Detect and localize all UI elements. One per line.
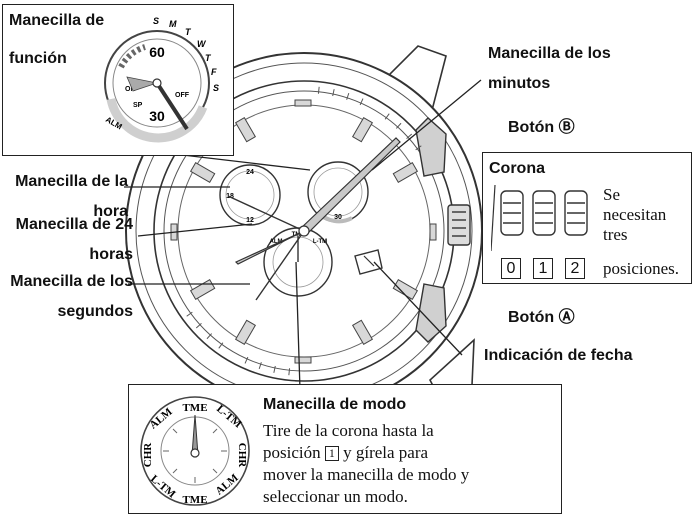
crown-note-3: tres [603,225,628,244]
mode-dial-tme-top: TME [182,402,207,414]
crown-note-4: posiciones. [603,259,680,278]
sub-dial-mode-alm: ALM [270,239,283,245]
function-dial-60: 60 [149,44,165,60]
sub-dial-24h-mark-12: 12 [246,217,254,224]
second-hand-label-2: segundos [57,303,133,320]
mode-callout: TME L-TM CHR ALM TME L-TM CHR ALM Maneci… [128,384,562,514]
24h-hand-label-1: Manecilla de 24 [15,216,133,233]
function-dial-sp: SP [133,102,143,109]
button-a[interactable] [415,283,447,343]
mode-hand-title: Manecilla de modo [263,396,407,413]
function-callout: Manecilla de función S M T W T F S 60 30… [2,4,234,156]
minute-hand-label-1: Manecilla de los [488,45,611,62]
mode-text-position-box: 1 [324,446,339,461]
24h-hand-label-2: horas [89,246,133,263]
crown-position-2: 2 [565,258,585,279]
mode-dial-tme-bottom: TME [182,494,207,506]
mode-text-line-2b: y gírela para [343,443,429,462]
leader-lines [124,79,482,391]
function-dial-day-5: T [205,53,212,63]
function-dial-off: OFF [175,92,190,99]
sub-dial-function-mark-30: 30 [334,214,342,221]
minute-hand-label-2: minutos [488,75,551,92]
mode-dial-chr-left: CHR [142,442,154,468]
hour-hand-label-2: hora [93,203,128,220]
mode-text-line-1: Tire de la corona hasta la [263,421,434,440]
function-dial-day-4: W [197,39,207,49]
crown-note-1: Se [603,185,620,204]
sub-dial-mode-tme: TME [292,232,305,238]
function-hand-label-2: función [9,50,67,67]
crown-positions-diagram [491,185,588,252]
hour-indices [170,99,437,364]
button-b-label: Botón Ⓑ [508,119,575,136]
date-window [354,249,383,275]
function-dial: S M T W T F S 60 30 ON OFF SP ALM [104,16,219,143]
mode-dial-chr-right: CHR [236,443,248,469]
crown-position-0: 0 [501,258,521,279]
function-hand-label-1: Manecilla de [9,12,105,29]
sub-dial-mode-ltm: L-TM [313,239,327,245]
date-indication-label: Indicación de fecha [484,347,633,364]
minute-ticks [186,86,422,376]
function-dial-30: 30 [149,108,165,124]
second-hand-label-1: Manecilla de los [10,273,133,290]
main-hands [227,137,401,301]
function-dial-day-6: F [211,67,217,77]
crown-callout: Corona 0 1 2 Se necesitan tres posicione… [482,152,692,284]
mode-dial: TME L-TM CHR ALM TME L-TM CHR ALM [140,396,250,506]
crown-position-1: 1 [533,258,553,279]
crown-title: Corona [489,160,545,177]
mode-text-line-4: seleccionar un modo. [263,487,408,506]
button-b[interactable] [415,117,447,177]
function-dial-day-7: S [213,83,219,93]
function-dial-on: ON [125,86,136,93]
sub-dial-24h-mark-24: 24 [246,169,254,176]
mode-text-line-3: mover la manecilla de modo y [263,465,470,484]
mode-text-line-2a: posición [263,443,321,462]
function-dial-day-3: T [185,27,192,37]
function-dial-day-1: S [153,16,159,26]
crown-note-2: necesitan [603,205,667,224]
mode-text-line-2: posición 1 y gírela para [263,443,428,462]
crown[interactable] [447,204,471,246]
hour-hand-label-1: Manecilla de la [15,173,128,190]
function-dial-day-2: M [169,19,177,29]
button-a-label: Botón Ⓐ [508,309,575,326]
